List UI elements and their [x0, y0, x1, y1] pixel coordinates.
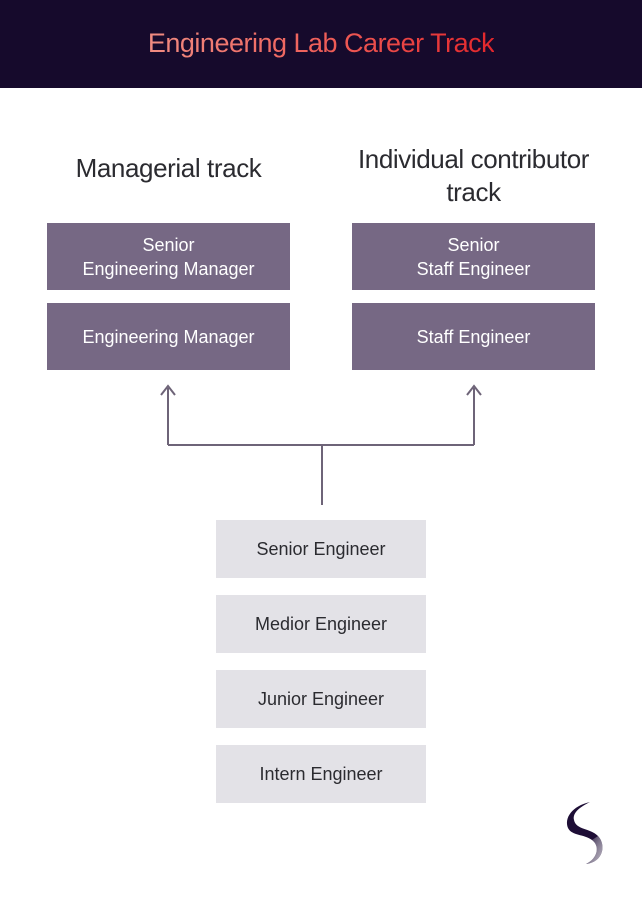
role-line: Engineering Manager	[82, 258, 255, 279]
role-box-engineering-manager: Engineering Manager	[47, 303, 290, 370]
page-title: Engineering Lab Career Track	[147, 27, 495, 58]
role-line: Staff Engineer	[416, 258, 531, 279]
role-line: Engineering Manager	[82, 326, 255, 347]
level-box-intern-engineer: Intern Engineer	[216, 745, 426, 803]
managerial-track-heading: Managerial track	[75, 153, 262, 183]
role-line: Senior	[142, 234, 195, 255]
role-box-staff-engineer: Staff Engineer	[352, 303, 595, 370]
header-bar: Engineering Lab Career Track	[0, 0, 642, 88]
level-box-medior-engineer: Medior Engineer	[216, 595, 426, 653]
level-box-junior-engineer: Junior Engineer	[216, 670, 426, 728]
ic-heading-line-1: Individual contributor	[357, 144, 590, 174]
individual-contributor-track-heading: Individual contributor track	[332, 143, 615, 209]
role-line: Staff Engineer	[416, 326, 531, 347]
role-box-senior-staff-engineer: Senior Staff Engineer	[352, 223, 595, 290]
arrow-up-icon	[466, 384, 482, 396]
ic-heading-line-2: track	[446, 177, 501, 207]
level-box-senior-engineer: Senior Engineer	[216, 520, 426, 578]
role-box-senior-engineering-manager: Senior Engineering Manager	[47, 223, 290, 290]
arrow-up-icon	[160, 384, 176, 396]
role-line: Senior	[447, 234, 500, 255]
s-logo-icon	[566, 802, 603, 864]
